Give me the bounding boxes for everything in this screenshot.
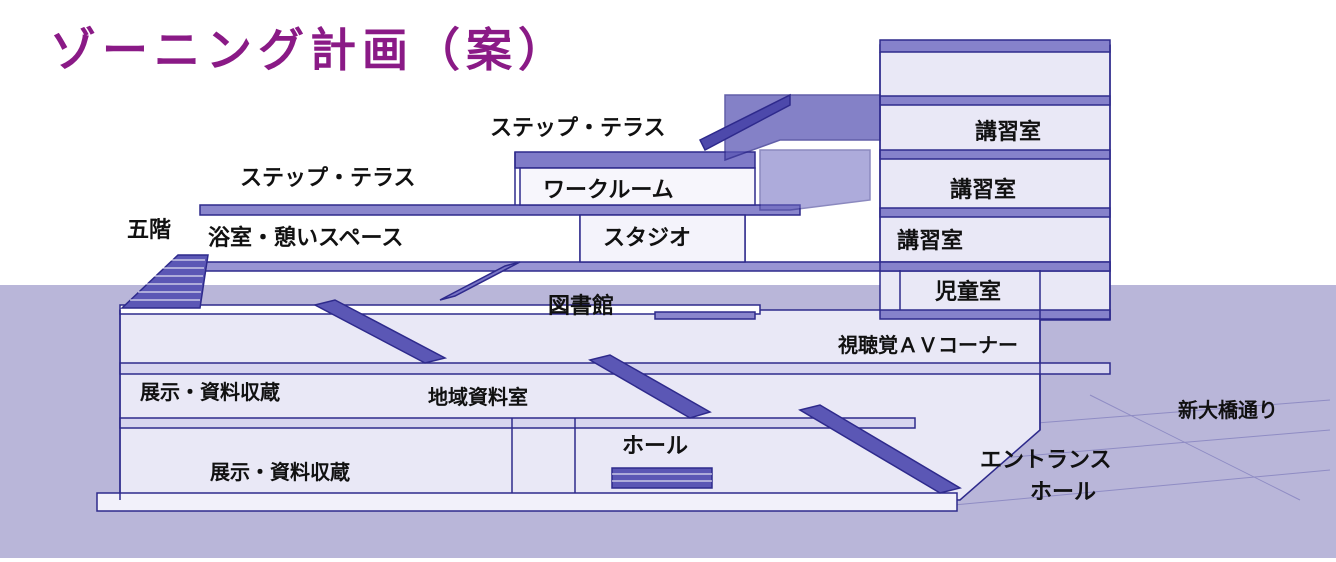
stair-treads bbox=[130, 259, 205, 301]
tower-slab-3 bbox=[879, 149, 1111, 160]
label-lecture-room-3: 講習室 bbox=[897, 229, 964, 254]
escalator-2f bbox=[312, 299, 448, 364]
library-shelf bbox=[654, 311, 756, 320]
label-hall: ホール bbox=[622, 434, 689, 459]
label-entrance-hall-line1: エントランス bbox=[980, 448, 1112, 473]
terrace-slope bbox=[698, 93, 791, 152]
label-children-room: 児童室 bbox=[935, 280, 1002, 305]
label-av-corner: 視聴覚ＡＶコーナー bbox=[838, 333, 1018, 357]
escalator-3f bbox=[439, 261, 521, 301]
label-shin-ohashi-street: 新大橋通り bbox=[1178, 398, 1278, 422]
step-terrace-middle bbox=[759, 149, 871, 211]
escalator-1f bbox=[588, 354, 712, 419]
workroom-box bbox=[519, 167, 756, 206]
floor-slab-b1 bbox=[119, 417, 916, 429]
label-local-archives: 地域資料室 bbox=[428, 385, 528, 409]
floor-slab-2f bbox=[119, 304, 761, 315]
page-title: ゾーニング計画（案） bbox=[50, 23, 570, 77]
label-lecture-room-1: 講習室 bbox=[975, 120, 1042, 145]
tower-slab-2 bbox=[879, 95, 1111, 106]
studio-box bbox=[579, 214, 746, 263]
tower-slab-4 bbox=[879, 207, 1111, 218]
label-exhibit-storage-lower: 展示・資料収蔵 bbox=[210, 460, 350, 484]
label-step-terrace-lower: ステップ・テラス bbox=[240, 166, 416, 191]
label-step-terrace-upper: ステップ・テラス bbox=[490, 116, 666, 141]
upper-slab-left bbox=[514, 151, 756, 169]
label-library: 図書館 bbox=[548, 294, 615, 319]
tower-slab-5 bbox=[879, 261, 1111, 272]
label-studio: スタジオ bbox=[603, 226, 692, 251]
building-structure bbox=[96, 39, 1111, 512]
floor-slab-4f bbox=[199, 204, 801, 216]
label-lecture-room-2: 講習室 bbox=[950, 178, 1017, 203]
ground-slab bbox=[96, 492, 958, 512]
label-exhibit-storage-upper: 展示・資料収蔵 bbox=[140, 380, 280, 404]
label-fifth-floor: 五階 bbox=[127, 218, 172, 243]
hall-seating-rows bbox=[612, 473, 712, 482]
hall-seating bbox=[611, 467, 713, 489]
tower-slab-6 bbox=[879, 309, 1111, 320]
label-workroom: ワークルーム bbox=[543, 178, 674, 203]
escalator-ground bbox=[798, 404, 962, 494]
label-entrance-hall-line2: ホール bbox=[1030, 480, 1097, 505]
label-bath-lounge: 浴室・憩いスペース bbox=[208, 226, 404, 251]
tower-slab-1 bbox=[879, 39, 1111, 53]
